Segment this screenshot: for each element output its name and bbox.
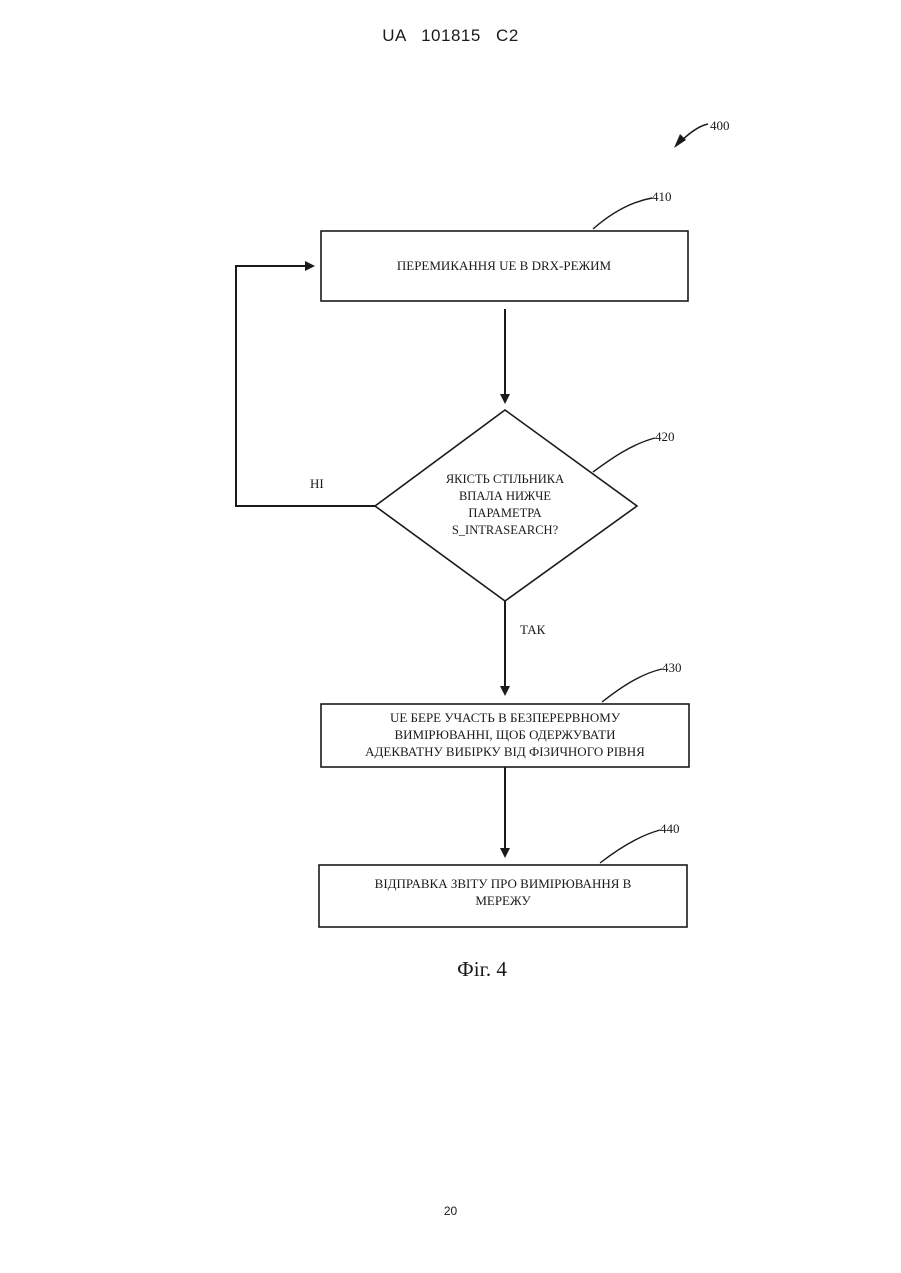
step-430-line-2: ВИМІРЮВАННІ, ЩОБ ОДЕРЖУВАТИ	[394, 727, 615, 742]
ref-420-label: 420	[655, 429, 675, 444]
step-440-line-1: ВІДПРАВКА ЗВІТУ ПРО ВИМІРЮВАННЯ В	[375, 876, 632, 891]
step-440-box: ВІДПРАВКА ЗВІТУ ПРО ВИМІРЮВАННЯ В МЕРЕЖУ	[319, 865, 687, 927]
ref-430-label: 430	[662, 660, 682, 675]
ref-420-leader	[593, 438, 655, 472]
step-420-line-3: ПАРАМЕТРА	[468, 506, 541, 520]
ref-410-label: 410	[652, 189, 672, 204]
step-430-box: UE БЕРЕ УЧАСТЬ В БЕЗПЕРЕРВНОМУ ВИМІРЮВАН…	[321, 704, 689, 767]
step-420-line-1: ЯКІСТЬ СТІЛЬНИКА	[446, 472, 564, 486]
arrow-no-loop	[236, 266, 375, 506]
step-420-line-2: ВПАЛА НИЖЧЕ	[459, 489, 551, 503]
branch-no-label: НІ	[310, 476, 324, 491]
step-420-line-4: S_INTRASEARCH?	[452, 523, 559, 537]
ref-440-label: 440	[660, 821, 680, 836]
step-410-box: ПЕРЕМИКАННЯ UE В DRX-РЕЖИМ	[321, 231, 688, 301]
ref-400-pointer	[674, 124, 708, 148]
step-430-line-3: АДЕКВАТНУ ВИБІРКУ ВІД ФІЗИЧНОГО РІВНЯ	[365, 744, 645, 759]
step-440-line-2: МЕРЕЖУ	[475, 893, 531, 908]
ref-410-leader	[593, 198, 652, 229]
branch-yes-label: ТАК	[520, 622, 546, 637]
ref-440-leader	[600, 830, 660, 863]
figure-caption: Фіг. 4	[457, 957, 507, 981]
page-number: 20	[0, 1204, 901, 1218]
ref-430-leader	[602, 669, 662, 702]
step-420-decision: ЯКІСТЬ СТІЛЬНИКА ВПАЛА НИЖЧЕ ПАРАМЕТРА S…	[375, 410, 637, 601]
step-410-text: ПЕРЕМИКАННЯ UE В DRX-РЕЖИМ	[397, 258, 612, 273]
step-430-line-1: UE БЕРЕ УЧАСТЬ В БЕЗПЕРЕРВНОМУ	[390, 710, 621, 725]
ref-400-label: 400	[710, 118, 730, 133]
